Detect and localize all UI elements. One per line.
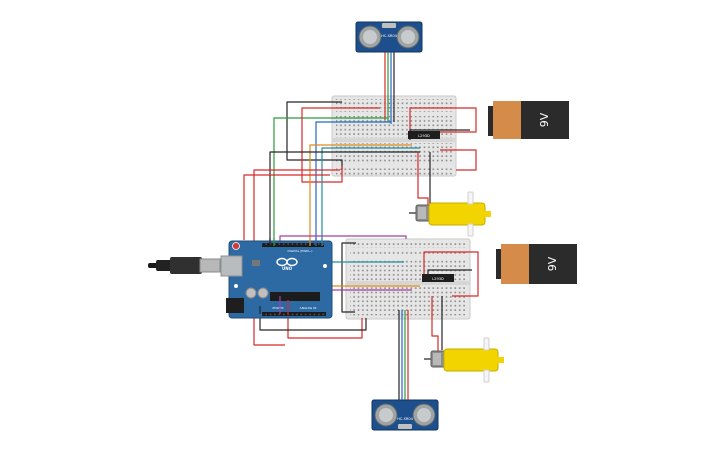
battery-label: 9V (546, 256, 559, 271)
wire[interactable] (269, 151, 420, 242)
center-channel (347, 281, 469, 285)
battery-9v-bottom[interactable]: 9V (496, 244, 577, 284)
wire[interactable] (243, 174, 330, 240)
dc-motor-top[interactable] (409, 191, 491, 237)
wire[interactable] (286, 101, 343, 170)
digital-label: DIGITAL (PWM~) (288, 249, 313, 253)
wire[interactable] (273, 117, 388, 242)
capacitor (257, 287, 269, 299)
wire[interactable] (259, 310, 367, 331)
power-label: POWER (272, 306, 283, 310)
arduino-uno-board[interactable]: DIGITAL (PWM~) UNO POWER ANALOG IN (220, 240, 333, 319)
crystal-oscillator (398, 424, 412, 429)
wire[interactable] (417, 152, 429, 206)
sensor-label: HC-SR04 (381, 34, 398, 38)
header-pins (262, 243, 324, 247)
wire[interactable] (409, 107, 477, 134)
arduino-logo-icon (276, 257, 298, 267)
motor-shaft (424, 358, 433, 360)
power-rail (350, 250, 466, 255)
terminal-strip (336, 143, 452, 164)
ic-label: L293D (432, 277, 444, 281)
sensor-label: HC-SR04 (397, 417, 414, 421)
wire[interactable] (287, 300, 363, 339)
motor-shaft (409, 212, 418, 214)
board-brand: UNO (282, 266, 293, 271)
terminal-strip (350, 286, 466, 307)
wire[interactable] (315, 121, 391, 242)
battery-terminals (496, 249, 502, 279)
crystal-oscillator (382, 23, 396, 28)
ic-label: L293D (418, 134, 430, 138)
wire[interactable] (440, 149, 477, 171)
capacitor (245, 287, 257, 299)
ultrasonic-sensor-top[interactable]: HC-SR04 (355, 21, 423, 53)
power-rail (336, 171, 452, 175)
battery-label: 9V (538, 112, 551, 127)
power-rail (336, 166, 452, 170)
header-pins (262, 312, 326, 316)
mounting-hole (323, 264, 327, 268)
reset-button-icon[interactable] (232, 242, 240, 250)
dc-motor-bottom[interactable] (424, 337, 504, 383)
wire[interactable] (309, 144, 412, 242)
usb-cable[interactable] (148, 257, 221, 274)
motor-driver-ic-bottom[interactable]: L293D (422, 274, 454, 282)
wire[interactable] (301, 107, 380, 183)
header-wire-ends (259, 238, 323, 314)
wire[interactable] (431, 296, 439, 352)
wire[interactable] (321, 147, 420, 242)
ultrasonic-sensor-bottom[interactable]: HC-SR04 (371, 399, 439, 431)
wire[interactable] (423, 251, 479, 297)
wire[interactable] (341, 242, 356, 313)
center-channel (333, 138, 455, 142)
motor-shaft (483, 337, 490, 351)
motor-shaft (483, 369, 490, 383)
battery-9v-top[interactable]: 9V (488, 101, 569, 139)
power-rail (350, 242, 466, 248)
microcontroller-chip (270, 292, 320, 301)
mounting-hole (234, 284, 238, 288)
usb-port (220, 255, 243, 277)
voltage-regulator (252, 260, 260, 266)
motor-shaft (467, 191, 474, 205)
battery-terminals (488, 106, 494, 136)
motor-driver-ic-top[interactable]: L293D (408, 131, 440, 139)
analog-label: ANALOG IN (300, 306, 317, 310)
power-jack (226, 298, 244, 313)
motor-shaft (467, 223, 474, 237)
